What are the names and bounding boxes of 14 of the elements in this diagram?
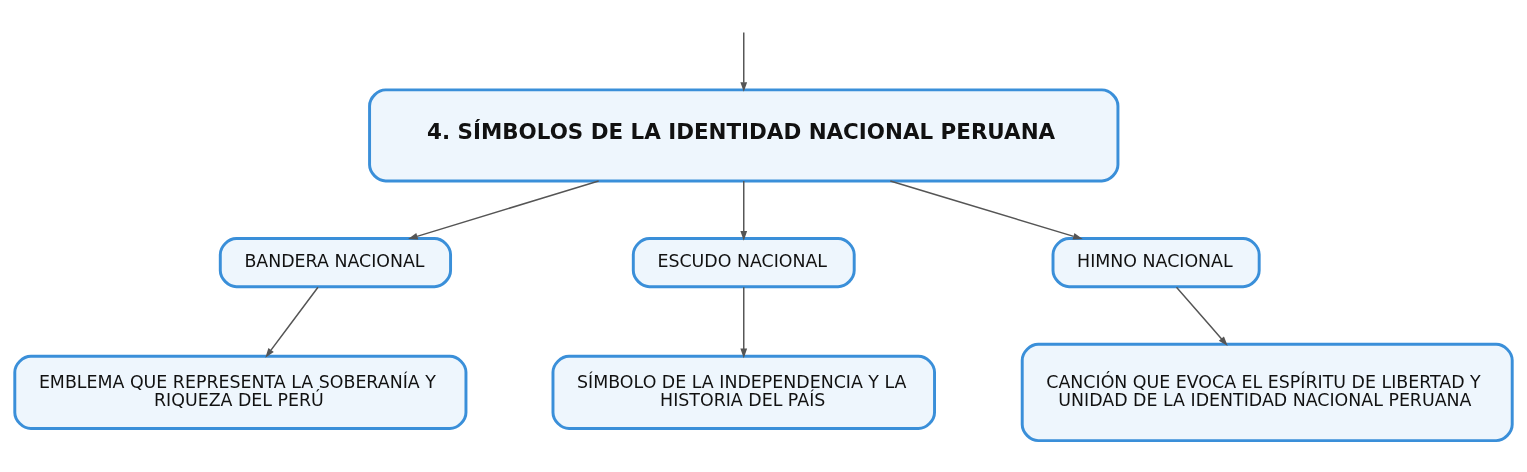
node-box: HIMNO NACIONAL <box>1051 237 1261 289</box>
node-box: ESCUDO NACIONAL <box>631 237 856 289</box>
node-box: CANCIÓN QUE EVOCA EL ESPÍRITU DE LIBERTAD Y UNIDAD DE LA IDENTIDAD NACIONAL PERUANA <box>1020 342 1514 443</box>
arrow <box>1175 286 1228 346</box>
arrow <box>740 31 748 92</box>
arrow <box>889 180 1083 240</box>
arrow <box>740 286 748 359</box>
arrow <box>265 286 319 358</box>
arrow <box>740 180 748 241</box>
node-box: SÍMBOLO DE LA INDEPENDENCIA Y LA HISTORIA DEL PAÍS <box>551 354 936 431</box>
node-box: EMBLEMA QUE REPRESENTA LA SOBERANÍA Y RIQUEZA DEL PERÚ <box>13 354 468 431</box>
arrow <box>408 180 600 240</box>
node-box: BANDERA NACIONAL <box>218 237 453 289</box>
node-box: 4. SÍMBOLOS DE LA IDENTIDAD NACIONAL PERUANA <box>368 88 1120 183</box>
